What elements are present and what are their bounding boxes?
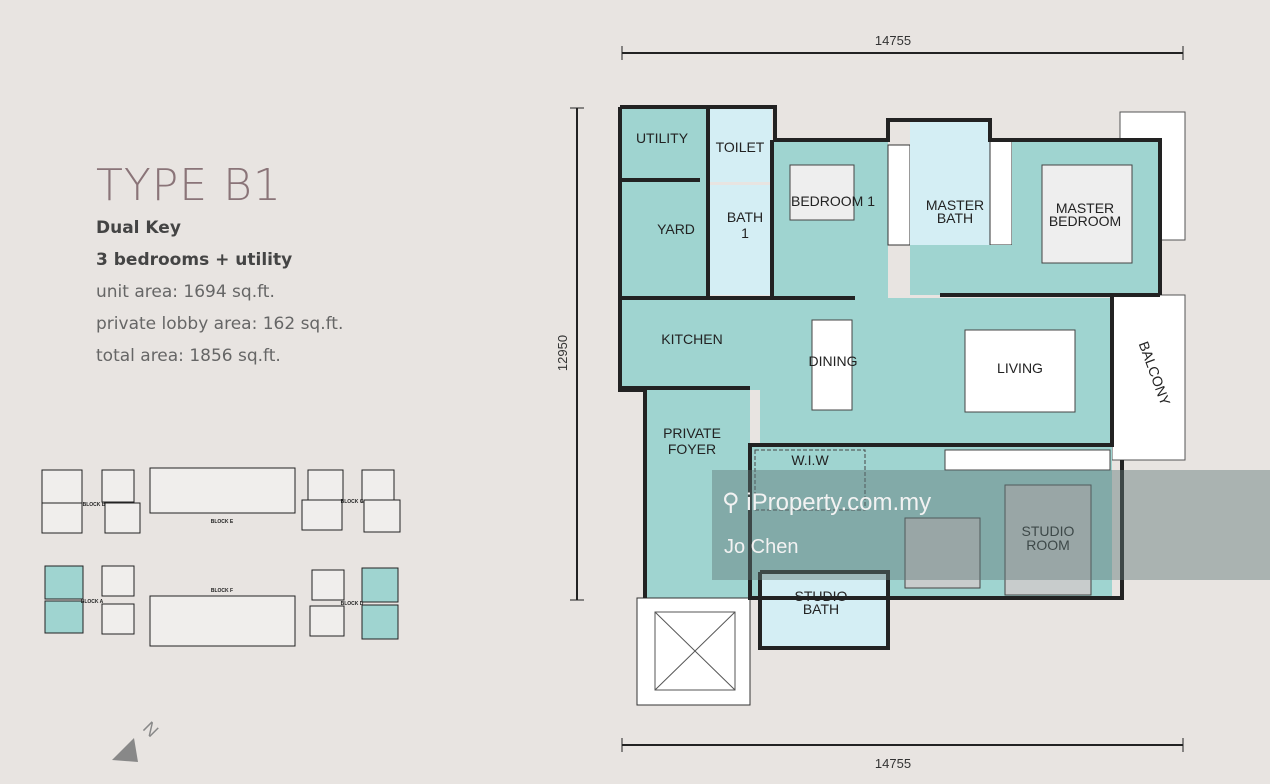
unit-type: Dual Key xyxy=(96,218,181,238)
keyplan-block-b: BLOCK B xyxy=(83,502,106,508)
dimension-left-label: 12950 xyxy=(555,335,570,371)
label-yard: YARD xyxy=(657,221,695,237)
lobby-area: private lobby area: 162 sq.ft. xyxy=(96,314,344,334)
keyplan-block-c: BLOCK C xyxy=(341,499,364,505)
keyplan-block-f: BLOCK F xyxy=(211,588,233,594)
label-kitchen: KITCHEN xyxy=(661,331,722,347)
watermark: ⚲ iProperty.com.my Jo Chen xyxy=(712,470,1270,580)
keyplan-block-d: BLOCK D xyxy=(341,601,364,607)
dimension-top: 14755 xyxy=(621,33,1184,60)
label-studio-bath: STUDIO xyxy=(795,588,848,604)
label-bath1: BATH xyxy=(727,209,763,225)
label-bedroom1: BEDROOM 1 xyxy=(791,193,875,209)
label-wiw: W.I.W xyxy=(791,452,829,468)
unit-area: unit area: 1694 sq.ft. xyxy=(96,282,275,302)
label-private-foyer: PRIVATE xyxy=(663,425,721,441)
dimension-top-label: 14755 xyxy=(875,33,911,48)
rooms xyxy=(622,107,1186,706)
total-area: total area: 1856 sq.ft. xyxy=(96,346,281,366)
watermark-agent: Jo Chen xyxy=(724,536,799,558)
unit-info: TYPE B1 Dual Key 3 bedrooms + utility un… xyxy=(96,160,343,372)
keyplan-block-e: BLOCK E xyxy=(211,519,234,525)
location-pin-icon: ⚲ xyxy=(722,489,740,516)
label-studio-room: STUDIO xyxy=(1022,523,1075,539)
label-master-bath-2: BATH xyxy=(937,210,973,226)
north-arrow-icon: N xyxy=(112,718,162,762)
unit-bedrooms: 3 bedrooms + utility xyxy=(96,250,293,270)
label-bath1-number: 1 xyxy=(741,225,749,241)
label-master-bedroom-2: BEDROOM xyxy=(1049,213,1121,229)
watermark-logo: ⚲ iProperty.com.my xyxy=(722,488,931,517)
label-private-foyer-2: FOYER xyxy=(668,441,716,457)
dimension-bottom: 14755 xyxy=(621,738,1184,771)
label-master-bath: MASTER xyxy=(926,197,984,213)
walls xyxy=(618,105,1162,650)
label-living: LIVING xyxy=(997,360,1043,376)
north-label: N xyxy=(139,718,162,741)
label-studio-room-2: ROOM xyxy=(1026,537,1070,553)
label-dining: DINING xyxy=(809,353,858,369)
unit-type-title: TYPE B1 xyxy=(96,160,282,211)
watermark-logo-text: iProperty.com.my xyxy=(746,489,932,516)
label-utility: UTILITY xyxy=(636,130,689,146)
dimension-bottom-label: 14755 xyxy=(875,756,911,771)
label-master-bedroom: MASTER xyxy=(1056,200,1114,216)
keyplan-block-a: BLOCK A xyxy=(81,599,104,605)
label-studio-bath-2: BATH xyxy=(803,601,839,617)
key-plan: BLOCK B BLOCK E BLOCK C BLOCK A BLOCK F … xyxy=(41,467,401,647)
label-toilet: TOILET xyxy=(716,139,765,155)
dimension-left: 12950 xyxy=(555,107,584,601)
room-labels: UTILITY TOILET YARD BATH 1 BEDROOM 1 MAS… xyxy=(636,130,1174,617)
